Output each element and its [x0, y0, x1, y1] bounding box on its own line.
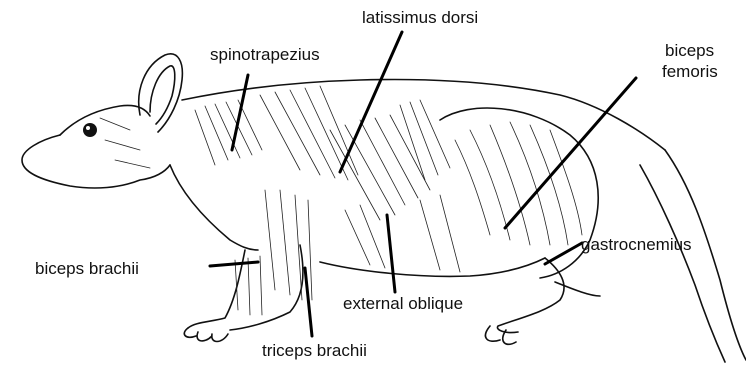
label-biceps-brachii: biceps brachii: [35, 259, 139, 278]
labels: latissimus dorsi spinotrapezius biceps f…: [35, 8, 718, 360]
label-latissimus-dorsi: latissimus dorsi: [362, 8, 478, 27]
leader-biceps-brachii: [210, 262, 258, 266]
label-triceps-brachii: triceps brachii: [262, 341, 367, 360]
label-biceps-femoris-line1: biceps: [665, 41, 714, 60]
leader-gastrocnemius: [545, 243, 582, 264]
label-gastrocnemius: gastrocnemius: [581, 235, 692, 254]
leader-spinotrapezius: [232, 75, 248, 150]
leader-lines: [210, 32, 636, 336]
label-spinotrapezius: spinotrapezius: [210, 45, 320, 64]
label-external-oblique: external oblique: [343, 294, 463, 313]
leader-external-oblique: [387, 215, 395, 292]
muscle-fibers: [100, 86, 582, 315]
rat-body-outline: [22, 54, 746, 362]
leader-biceps-femoris: [505, 78, 636, 228]
eye-shape: [83, 123, 97, 137]
label-biceps-femoris-line2: femoris: [662, 62, 718, 81]
